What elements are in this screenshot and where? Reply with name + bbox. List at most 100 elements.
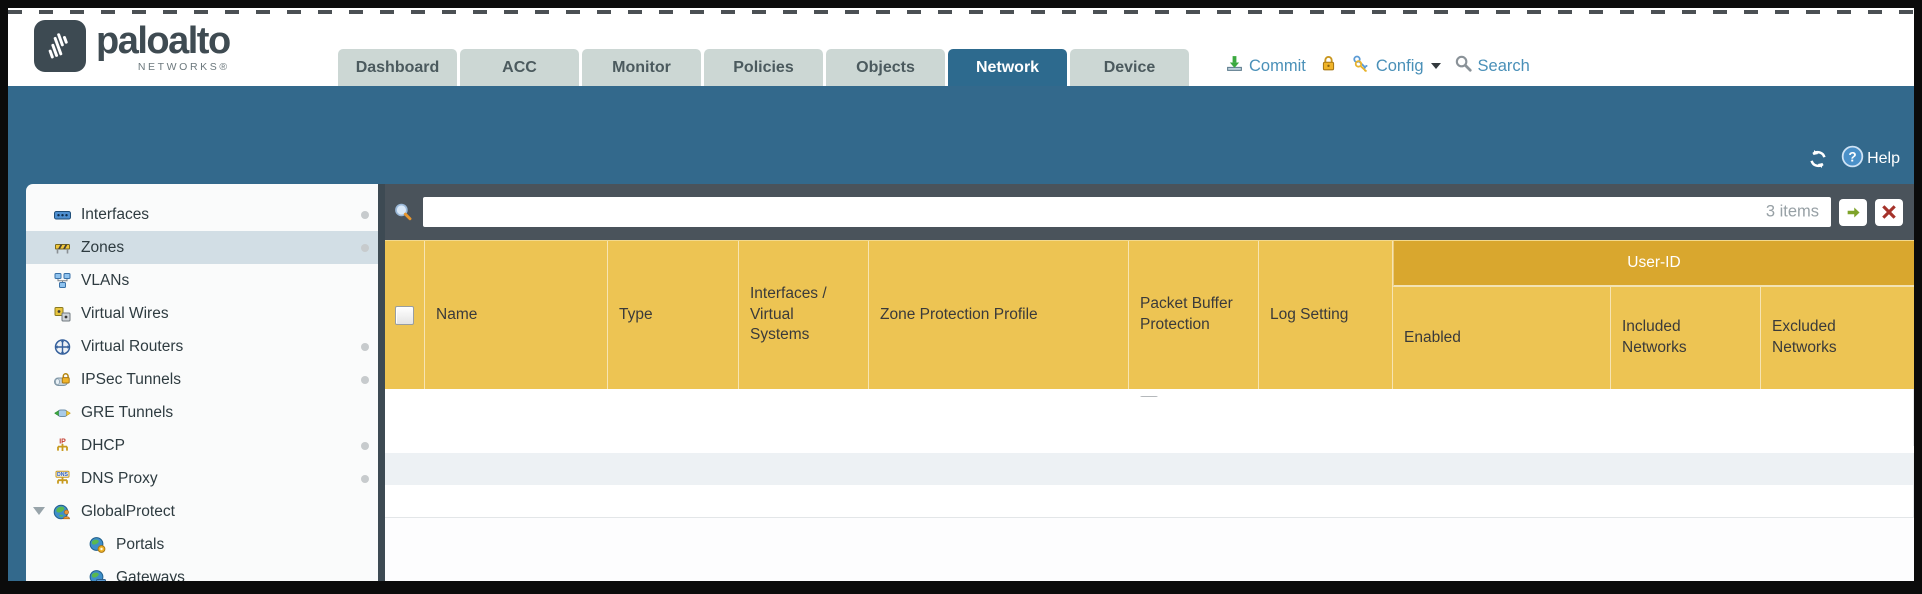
tab-objects[interactable]: Objects (826, 49, 945, 86)
virtual-routers-icon (53, 338, 73, 356)
gateways-icon (88, 569, 108, 581)
select-all-cell (385, 241, 425, 389)
content-area: Interfaces Zones VLANs Virtual Wires Vir… (8, 184, 1914, 581)
col-header-name[interactable]: Name (425, 241, 608, 389)
banner-actions: ? Help (1807, 145, 1900, 173)
paloalto-logo-icon (34, 20, 86, 72)
paloalto-logo-text: paloalto NETWORKS® (96, 20, 231, 73)
commit-icon (1225, 54, 1244, 78)
refresh-icon[interactable] (1807, 148, 1829, 170)
sidebar-item-ipsec-tunnels[interactable]: IPSec Tunnels (26, 363, 378, 396)
tab-device[interactable]: Device (1070, 49, 1189, 86)
lock-button[interactable] (1319, 54, 1338, 78)
col-header-zone-protection[interactable]: Zone Protection Profile (869, 241, 1129, 389)
globalprotect-icon (53, 503, 73, 521)
col-header-excluded-networks[interactable]: Excluded Networks (1772, 318, 1837, 356)
teal-banner: ? Help (8, 86, 1914, 184)
item-dot (361, 342, 369, 351)
sidebar-item-dns-proxy[interactable]: DNS DNS Proxy (26, 462, 378, 495)
dns-proxy-icon: DNS (53, 470, 73, 488)
search-icon (1454, 54, 1473, 78)
paloalto-logo: paloalto NETWORKS® (34, 20, 231, 73)
search-button[interactable]: Search (1454, 54, 1530, 78)
row-checkbox[interactable] (1140, 396, 1158, 398)
zone-protection-cell (385, 472, 1914, 478)
col-header-enabled[interactable]: Enabled (1393, 287, 1611, 389)
tab-dashboard[interactable]: Dashboard (338, 49, 457, 86)
sidebar-item-vlans[interactable]: VLANs (26, 264, 378, 297)
zone-type-cell: layer3 (385, 498, 1914, 504)
logo-brand: paloalto (96, 20, 231, 62)
portals-icon (88, 536, 108, 554)
apply-filter-button[interactable] (1839, 198, 1867, 226)
tree-expand-triangle-icon[interactable] (33, 507, 45, 515)
svg-text:DNS: DNS (57, 471, 68, 477)
window-dashed-border (8, 10, 1914, 14)
tab-monitor[interactable]: Monitor (582, 49, 701, 86)
logo-networks-label: NETWORKS® (137, 61, 230, 73)
zones-icon (53, 239, 73, 257)
interfaces-icon (53, 206, 73, 224)
sidebar-item-interfaces[interactable]: Interfaces (26, 198, 378, 231)
filter-search-icon (392, 201, 415, 224)
sidebar-item-globalprotect[interactable]: GlobalProtect (26, 495, 378, 528)
select-all-checkbox[interactable] (395, 305, 414, 325)
lock-icon (1319, 54, 1338, 78)
item-dot (361, 474, 369, 483)
commit-button[interactable]: Commit (1225, 54, 1306, 78)
table-row: Cloudflare_L3_Zone layer3 tunnel.1 tunne… (385, 389, 1914, 453)
vlans-icon (53, 272, 73, 290)
top-header: paloalto NETWORKS® Dashboard ACC Monitor… (8, 15, 1914, 86)
zone-interfaces-cell: tunnel.1 tunnel.2 (385, 411, 1914, 413)
col-header-included-networks[interactable]: Included Networks (1611, 287, 1761, 389)
tab-policies[interactable]: Policies (704, 49, 823, 86)
ipsec-tunnels-icon (53, 371, 73, 389)
table-empty-space (385, 518, 1914, 581)
tab-acc[interactable]: ACC (460, 49, 579, 86)
zone-name-link[interactable]: Cloudflare_L3_Zone (396, 403, 532, 404)
green-arrow-icon (1847, 207, 1860, 217)
col-header-interfaces[interactable]: Interfaces / Virtual Systems (739, 241, 869, 389)
tab-network[interactable]: Network (948, 49, 1067, 86)
virtual-wires-icon (53, 305, 73, 323)
help-button[interactable]: ? Help (1841, 145, 1900, 173)
clear-filter-button[interactable] (1875, 198, 1903, 226)
zones-main-panel: 3 items Name Type Interfaces / Virtual S… (385, 184, 1914, 581)
sidebar-item-zones[interactable]: Zones (26, 231, 378, 264)
config-menu-button[interactable]: Config (1351, 54, 1441, 78)
filter-bar: 3 items (385, 184, 1914, 240)
zones-table-body: Cloudflare_L3_Zone layer3 tunnel.1 tunne… (385, 389, 1914, 534)
col-header-log-setting[interactable]: Log Setting (1259, 241, 1393, 389)
chevron-down-icon (1430, 63, 1441, 69)
col-header-type[interactable]: Type (608, 241, 739, 389)
sidebar-item-gre-tunnels[interactable]: GRE Tunnels (26, 396, 378, 429)
items-count: 3 items (1765, 202, 1819, 221)
item-dot (361, 243, 369, 252)
excluded-networks-cell: none (385, 446, 1914, 453)
filter-input-wrap: 3 items (423, 197, 1831, 227)
sidebar-item-gateways[interactable]: Gateways (26, 561, 378, 581)
svg-text:IP: IP (59, 438, 66, 445)
sidebar-item-dhcp[interactable]: IP DHCP (26, 429, 378, 462)
network-sidebar: Interfaces Zones VLANs Virtual Wires Vir… (26, 184, 378, 581)
dhcp-icon: IP (53, 437, 73, 455)
sidebar-item-virtual-routers[interactable]: Virtual Routers (26, 330, 378, 363)
log-setting-cell (385, 425, 1914, 432)
sidebar-divider (378, 184, 385, 581)
svg-text:?: ? (1848, 149, 1856, 164)
user-id-group-header: User-ID (1393, 241, 1914, 287)
left-gutter (8, 184, 26, 581)
table-row: Trust_L3_Zone layer3 ethernet1/1 any non… (385, 453, 1914, 502)
zone-type-cell: layer3 (385, 466, 1914, 472)
sidebar-item-virtual-wires[interactable]: Virtual Wires (26, 297, 378, 330)
col-header-packet-buffer[interactable]: Packet Buffer Protection (1129, 241, 1259, 389)
sidebar-item-portals[interactable]: Portals (26, 528, 378, 561)
help-icon: ? (1841, 145, 1864, 173)
zones-table-header: Name Type Interfaces / Virtual Systems Z… (385, 240, 1914, 389)
included-networks-cell: any (385, 438, 1914, 446)
header-actions: Commit Config Search (1225, 54, 1530, 86)
config-keys-icon (1351, 54, 1371, 78)
red-x-icon (1882, 205, 1896, 219)
filter-input[interactable] (423, 197, 1831, 227)
table-row: Untrust_L3_Zone layer3 ethernet1/2 Untru… (385, 485, 1914, 534)
